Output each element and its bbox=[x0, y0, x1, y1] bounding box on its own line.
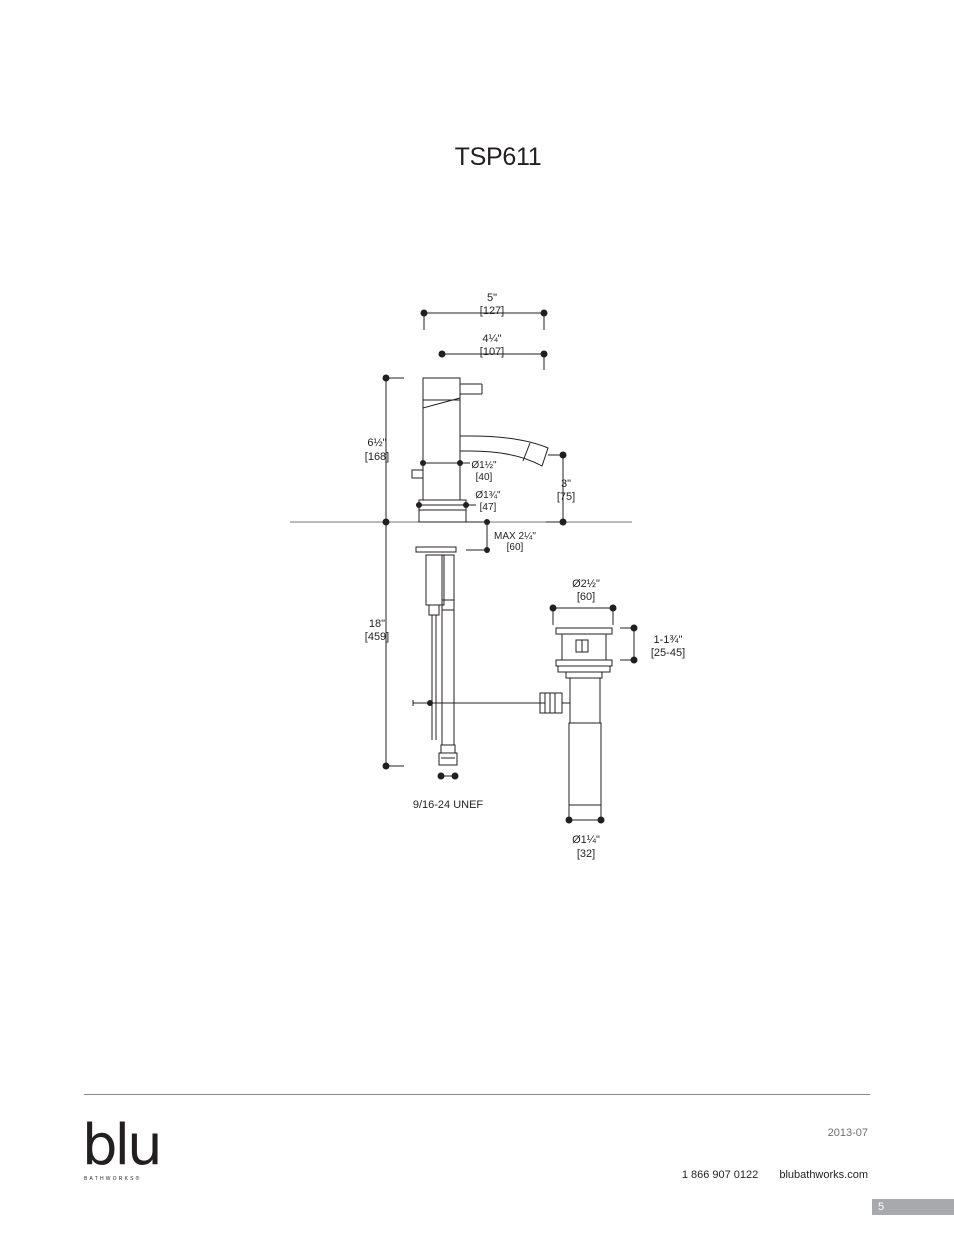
tailpiece-diameter-metric: [32] bbox=[577, 848, 595, 860]
reach-imperial: 4¼" bbox=[482, 333, 501, 345]
spout-height-metric: [75] bbox=[557, 491, 575, 503]
supply-length-imperial: 18" bbox=[369, 618, 385, 630]
body-diameter-imperial: Ø1½" bbox=[471, 460, 497, 471]
phone-number: 1 866 907 0122 bbox=[681, 1169, 759, 1181]
faucet-spout bbox=[460, 435, 549, 467]
faucet-base bbox=[418, 499, 467, 523]
technical-drawing: 5" [127] 4¼" [107] 6½" [168] Ø1½" [40] Ø… bbox=[290, 292, 685, 860]
body-diameter-metric: [40] bbox=[476, 472, 493, 483]
drain-diameter-metric: [60] bbox=[577, 591, 595, 603]
page-title: TSP611 bbox=[454, 143, 542, 171]
spout-height-imperial: 3" bbox=[561, 478, 571, 490]
drain-adjust-imperial: 1-1¾" bbox=[654, 634, 683, 646]
height-imperial: 6½" bbox=[367, 437, 386, 449]
contact-info: 1 866 907 0122 blubathworks.com bbox=[664, 1169, 868, 1181]
tailpiece-diameter-imperial: Ø1¼" bbox=[572, 834, 600, 846]
drain-cap bbox=[555, 627, 613, 635]
width-imperial: 5" bbox=[487, 292, 497, 304]
max-deck-metric: [60] bbox=[507, 542, 524, 553]
thread-label: 9/16-24 UNEF bbox=[413, 799, 484, 811]
max-deck-imperial: MAX 2¼" bbox=[494, 530, 536, 542]
width-metric: [127] bbox=[480, 305, 504, 317]
footer-divider bbox=[84, 1094, 870, 1095]
revision-date: 2013-07 bbox=[827, 1127, 868, 1139]
faucet-handle bbox=[422, 377, 461, 401]
faucet-body bbox=[422, 399, 461, 501]
supply-length-metric: [459] bbox=[365, 631, 389, 643]
drain-diameter-imperial: Ø2½" bbox=[572, 578, 600, 590]
reach-metric: [107] bbox=[480, 346, 504, 358]
base-diameter-metric: [47] bbox=[480, 502, 497, 513]
page-number: 5 bbox=[872, 1199, 954, 1215]
svg-text:blu: blu bbox=[82, 1114, 160, 1178]
height-metric: [168] bbox=[365, 451, 389, 463]
drain-body bbox=[569, 677, 601, 724]
drain-adjust-metric: [25-45] bbox=[651, 647, 685, 659]
blu-bathworks-logo: blu BATHWORKS® bbox=[82, 1114, 163, 1182]
svg-text:BATHWORKS®: BATHWORKS® bbox=[84, 1175, 142, 1182]
base-diameter-imperial: Ø1¾" bbox=[475, 490, 501, 501]
drain-tailpiece bbox=[568, 722, 602, 806]
website-link[interactable]: blubathworks.com bbox=[779, 1169, 868, 1181]
